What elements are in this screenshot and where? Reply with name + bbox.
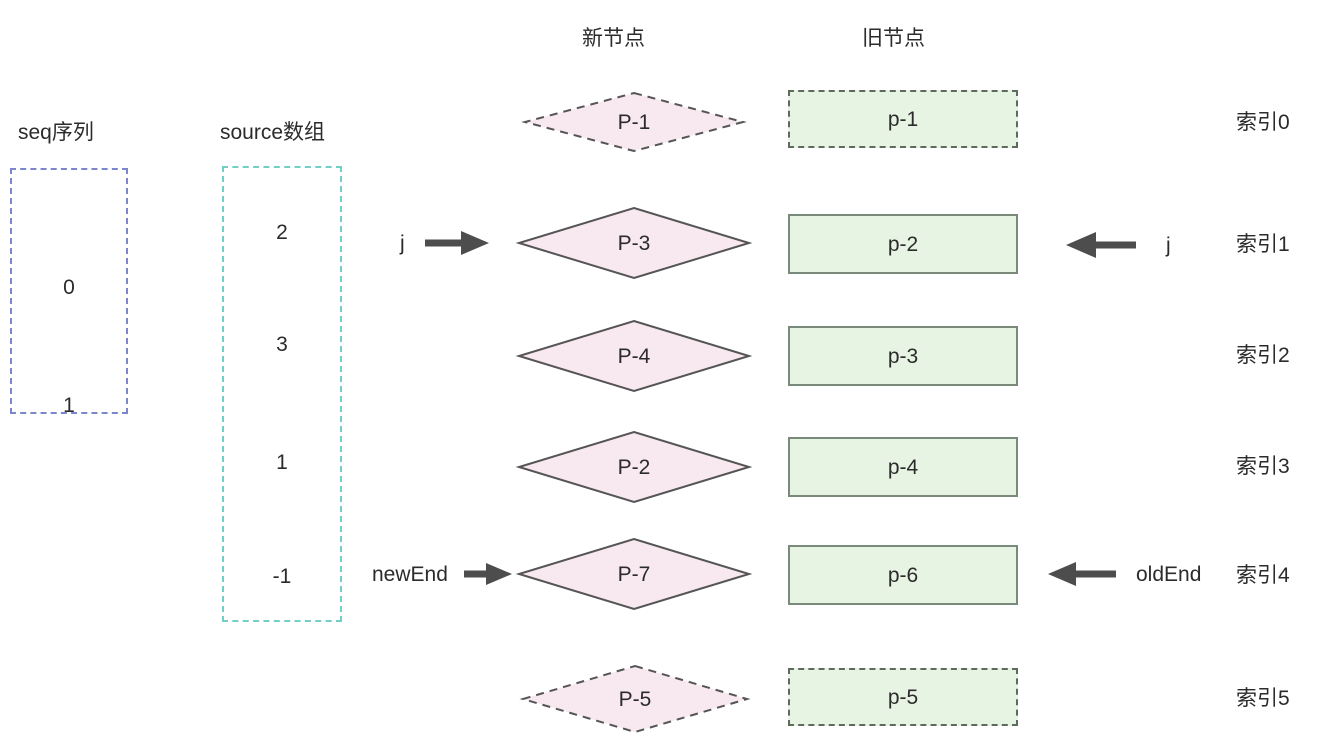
arrow-right-icon (463, 563, 512, 585)
caption-new-nodes: 新节点 (582, 27, 645, 50)
new-node-diamond[interactable]: P-5 (519, 664, 751, 734)
new-node-diamond[interactable]: P-2 (515, 430, 753, 504)
seq-cell: 0 (63, 276, 75, 299)
new-node-diamond[interactable]: P-4 (515, 319, 753, 393)
marker-new-j: j (400, 226, 491, 260)
seq-array-box: 0 1 (10, 168, 128, 417)
index-label-3: 索引3 (1236, 455, 1290, 478)
old-node-box[interactable]: p-6 (788, 545, 1018, 605)
marker-new-newend-label: newEnd (372, 562, 448, 586)
marker-old-oldend-label: oldEnd (1136, 562, 1202, 586)
marker-old-j: j (1062, 228, 1171, 262)
marker-old-oldend: oldEnd (1044, 557, 1201, 591)
caption-source: source数组 (220, 121, 326, 144)
new-node-diamond[interactable]: P-1 (521, 91, 747, 153)
source-cell: -1 (272, 565, 292, 588)
source-cell: 3 (276, 333, 288, 356)
index-label-0: 索引0 (1236, 111, 1290, 134)
old-node-box[interactable]: p-1 (788, 90, 1018, 148)
arrow-left-icon (1066, 232, 1136, 258)
source-cell: 2 (276, 221, 288, 244)
marker-new-j-label: j (400, 231, 405, 255)
old-node-box[interactable]: p-2 (788, 214, 1018, 274)
new-node-diamond[interactable]: P-3 (515, 206, 753, 280)
caption-old-nodes: 旧节点 (862, 27, 925, 50)
marker-old-j-label: j (1166, 233, 1171, 257)
old-node-box[interactable]: p-4 (788, 437, 1018, 497)
old-node-box[interactable]: p-5 (788, 668, 1018, 726)
index-label-1: 索引1 (1236, 233, 1290, 256)
seq-cell: 1 (63, 394, 75, 417)
index-label-4: 索引4 (1236, 564, 1290, 587)
arrow-right-icon (424, 231, 489, 255)
new-node-diamond[interactable]: P-7 (515, 537, 753, 611)
index-label-5: 索引5 (1236, 687, 1290, 710)
caption-seq: seq序列 (18, 121, 94, 144)
index-label-2: 索引2 (1236, 344, 1290, 367)
arrow-left-icon (1048, 562, 1116, 586)
source-array-box: 2 3 1 -1 (222, 166, 342, 622)
old-node-box[interactable]: p-3 (788, 326, 1018, 386)
source-cell: 1 (276, 451, 288, 474)
marker-new-newend: newEnd (372, 557, 514, 591)
